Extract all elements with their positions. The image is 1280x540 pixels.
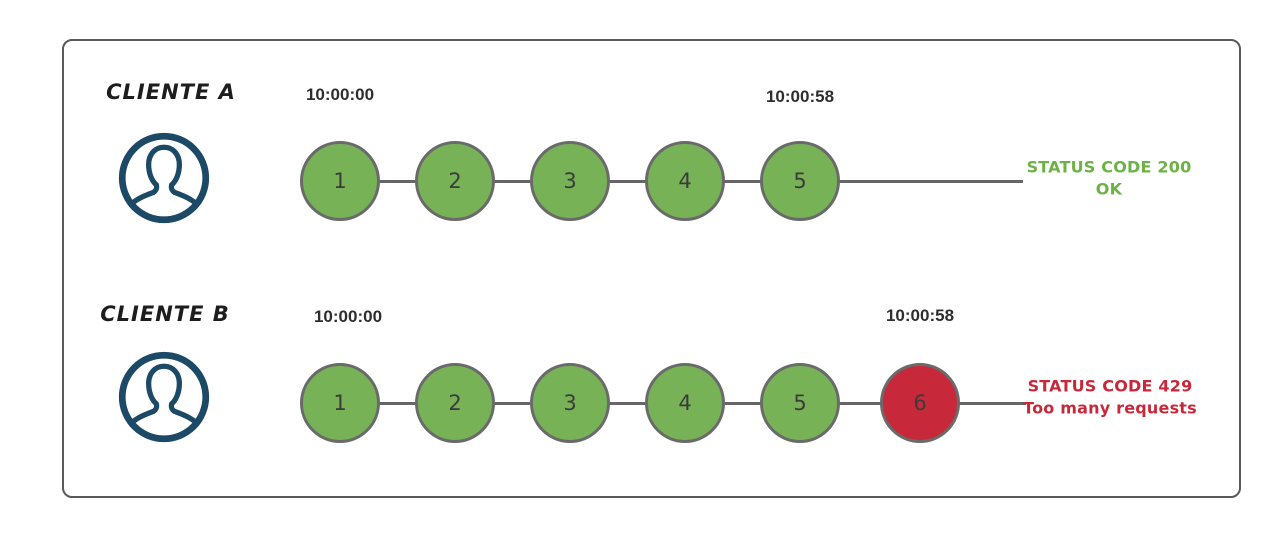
diagram-border-box [62, 39, 1241, 498]
request-circle-error: 6 [880, 363, 960, 443]
request-circle: 5 [760, 141, 840, 221]
row-a-status-text: STATUS CODE 200 OK [1027, 157, 1192, 202]
request-number: 6 [913, 391, 927, 415]
request-number: 2 [448, 169, 462, 193]
request-number: 3 [563, 391, 577, 415]
request-number: 4 [678, 169, 692, 193]
request-number: 3 [563, 169, 577, 193]
request-circle: 2 [415, 363, 495, 443]
status-message-line: Too many requests [1023, 399, 1197, 418]
request-number: 1 [333, 169, 347, 193]
request-circle: 1 [300, 141, 380, 221]
row-b-start-timestamp: 10:00:00 [313, 307, 383, 326]
request-circle: 1 [300, 363, 380, 443]
request-number: 4 [678, 391, 692, 415]
request-circle: 4 [645, 363, 725, 443]
request-number: 1 [333, 391, 347, 415]
status-message-line: OK [1095, 180, 1123, 199]
request-circle: 5 [760, 363, 840, 443]
request-number: 5 [793, 169, 807, 193]
request-circle: 2 [415, 141, 495, 221]
request-circle: 3 [530, 141, 610, 221]
client-b-label: CLIENTE B [100, 302, 230, 326]
client-a-label: CLIENTE A [106, 80, 236, 104]
request-number: 2 [448, 391, 462, 415]
status-code-line: STATUS CODE 200 [1026, 157, 1192, 177]
row-a-end-timestamp: 10:00:58 [765, 87, 835, 106]
status-code-line: STATUS CODE 429 [1027, 376, 1193, 396]
user-avatar-icon [116, 130, 212, 226]
user-avatar-icon [116, 349, 212, 445]
request-number: 5 [793, 391, 807, 415]
request-circle: 3 [530, 363, 610, 443]
request-circle: 4 [645, 141, 725, 221]
row-a-start-timestamp: 10:00:00 [305, 85, 375, 104]
row-b-end-timestamp: 10:00:58 [885, 306, 955, 325]
row-b-status-text: STATUS CODE 429 Too many requests [1023, 376, 1197, 421]
